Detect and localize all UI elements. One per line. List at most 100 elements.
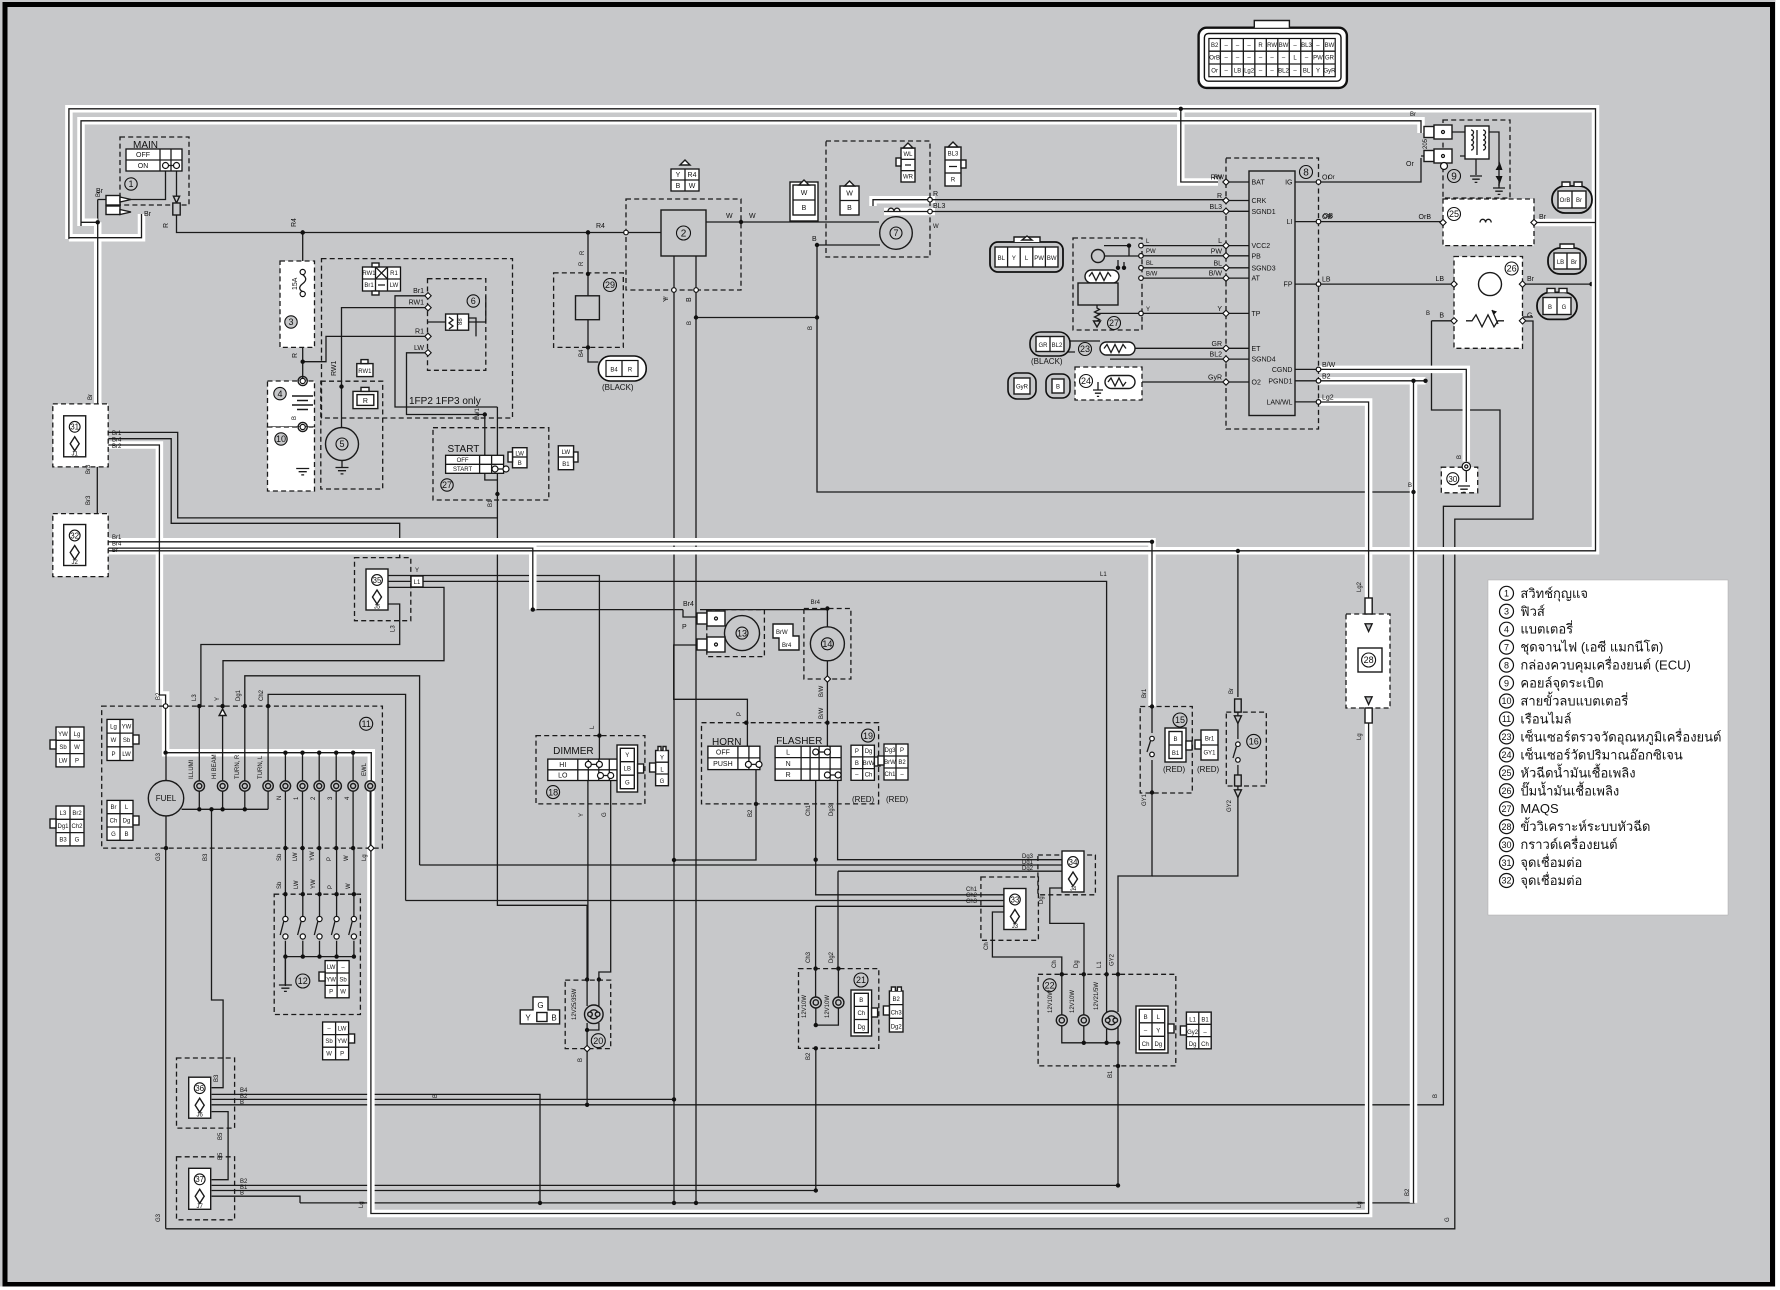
svg-text:B: B	[124, 832, 128, 838]
svg-text:R: R	[933, 191, 938, 198]
svg-text:28: 28	[1501, 822, 1511, 832]
svg-text:35: 35	[373, 576, 382, 585]
svg-text:MAQS: MAQS	[1520, 801, 1559, 816]
svg-text:Lg: Lg	[362, 854, 368, 861]
svg-text:Y: Y	[1217, 306, 1222, 313]
svg-text:B/W: B/W	[1322, 362, 1336, 369]
svg-text:30: 30	[1501, 840, 1511, 850]
svg-text:–: –	[1236, 56, 1240, 62]
svg-text:B: B	[1173, 737, 1177, 743]
svg-text:LB: LB	[1435, 276, 1444, 283]
svg-text:เซ็นเซอร์ตรวจวัดอุณหภูมิเครื่อ: เซ็นเซอร์ตรวจวัดอุณหภูมิเครื่องยนต์	[1520, 727, 1721, 745]
svg-text:Br1: Br1	[364, 283, 374, 289]
svg-text:B: B	[802, 205, 807, 212]
svg-text:FP: FP	[1284, 282, 1293, 289]
svg-text:Sb: Sb	[59, 745, 67, 751]
svg-text:W: W	[74, 745, 80, 751]
svg-text:Br1: Br1	[112, 431, 122, 437]
svg-text:Br1: Br1	[413, 288, 424, 295]
svg-text:L3: L3	[60, 811, 67, 817]
svg-text:9: 9	[1504, 678, 1509, 688]
svg-text:32: 32	[1501, 876, 1511, 886]
svg-text:Lg: Lg	[1357, 733, 1363, 740]
svg-text:BL3: BL3	[933, 203, 946, 210]
svg-text:G: G	[1527, 313, 1532, 320]
svg-text:Dg2: Dg2	[891, 1024, 903, 1030]
svg-text:B: B	[687, 321, 693, 325]
svg-text:33: 33	[1010, 895, 1019, 904]
svg-text:B3: B3	[214, 1074, 220, 1082]
svg-text:GR: GR	[1212, 341, 1223, 348]
svg-text:BW: BW	[1325, 43, 1335, 49]
svg-text:PW: PW	[1313, 56, 1323, 62]
svg-text:8: 8	[1303, 168, 1309, 179]
svg-text:ปั๊มน้ำมันเชื้อเพลิง: ปั๊มน้ำมันเชื้อเพลิง	[1520, 781, 1619, 798]
svg-text:16: 16	[1249, 737, 1259, 747]
svg-text:G: G	[602, 812, 608, 817]
svg-text:–: –	[1144, 1029, 1148, 1035]
svg-text:B: B	[855, 761, 859, 767]
svg-text:–: –	[1259, 56, 1263, 62]
svg-text:Ch: Ch	[1142, 1042, 1150, 1048]
svg-text:Y: Y	[676, 172, 681, 179]
svg-text:BL: BL	[1303, 68, 1311, 74]
svg-text:B2: B2	[1211, 43, 1219, 49]
svg-text:G: G	[75, 837, 80, 843]
svg-text:START: START	[448, 444, 480, 455]
svg-text:ฟิวส์: ฟิวส์	[1520, 604, 1545, 619]
svg-text:10: 10	[276, 434, 286, 444]
svg-text:20: 20	[593, 1036, 603, 1046]
svg-text:Br1: Br1	[112, 535, 122, 541]
svg-text:Br4: Br4	[782, 643, 792, 649]
svg-text:RW: RW	[1267, 43, 1277, 49]
svg-text:12V21/5W: 12V21/5W	[1094, 982, 1100, 1010]
svg-text:LW: LW	[338, 1026, 347, 1032]
svg-text:Y: Y	[663, 297, 670, 302]
svg-text:Sb: Sb	[325, 1039, 333, 1045]
svg-text:12V10W: 12V10W	[1070, 990, 1076, 1013]
svg-text:12: 12	[298, 976, 308, 986]
svg-text:Dg: Dg	[1039, 896, 1045, 904]
svg-text:–: –	[1236, 43, 1240, 49]
svg-text:RW1: RW1	[409, 300, 425, 307]
svg-text:34: 34	[1069, 858, 1078, 867]
svg-text:ON: ON	[138, 163, 149, 170]
svg-text:1: 1	[294, 796, 300, 800]
svg-text:–: –	[1224, 56, 1228, 62]
svg-text:205: 205	[1423, 138, 1429, 149]
svg-text:L1: L1	[1097, 961, 1103, 968]
svg-text:37: 37	[195, 1175, 204, 1184]
svg-text:Lg: Lg	[1357, 1201, 1363, 1208]
svg-text:31: 31	[1501, 858, 1511, 868]
svg-text:88: 88	[458, 318, 464, 325]
svg-text:LB: LB	[1322, 277, 1331, 284]
svg-text:Br2: Br2	[112, 444, 122, 450]
svg-text:R1: R1	[390, 271, 398, 277]
svg-text:DIMMER: DIMMER	[553, 746, 594, 757]
svg-text:N: N	[786, 761, 791, 768]
svg-text:WL: WL	[904, 152, 914, 158]
svg-text:Br4: Br4	[112, 438, 122, 444]
svg-text:27: 27	[1501, 804, 1511, 814]
svg-text:25: 25	[1449, 209, 1459, 219]
svg-text:Br: Br	[96, 188, 104, 195]
svg-text:Dg: Dg	[1154, 1042, 1162, 1048]
svg-text:Gy2: Gy2	[1187, 1030, 1199, 1036]
svg-text:B1: B1	[1201, 1018, 1209, 1024]
svg-text:CRK: CRK	[1252, 198, 1267, 205]
svg-text:R4: R4	[291, 218, 298, 227]
svg-text:(RED): (RED)	[852, 795, 875, 804]
svg-text:OrB: OrB	[1560, 198, 1571, 204]
svg-text:LB: LB	[624, 767, 631, 773]
svg-text:–: –	[1282, 56, 1286, 62]
svg-text:P: P	[75, 758, 79, 764]
svg-text:B: B	[240, 1100, 244, 1106]
svg-text:B: B	[812, 236, 817, 243]
svg-text:BL2: BL2	[1210, 352, 1223, 359]
svg-text:R: R	[786, 772, 791, 779]
svg-text:B1: B1	[1108, 1070, 1114, 1078]
svg-text:P: P	[737, 712, 743, 716]
svg-text:G: G	[111, 832, 116, 838]
svg-text:Dg: Dg	[1074, 960, 1080, 968]
svg-text:B/W: B/W	[1209, 271, 1223, 278]
